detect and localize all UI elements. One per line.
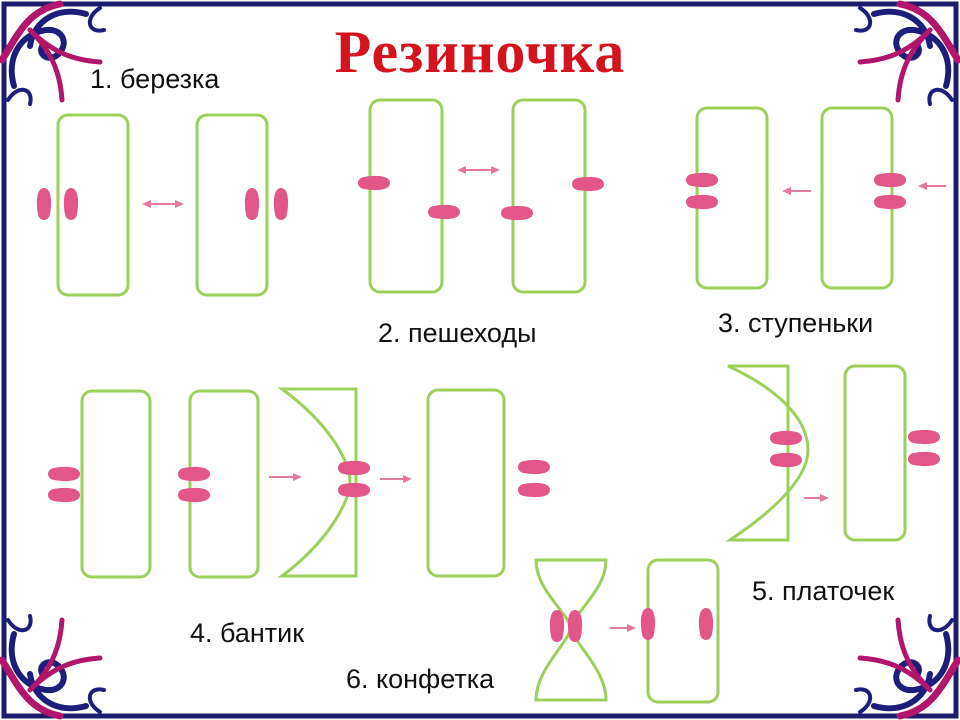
double-arrow-icon bbox=[142, 200, 184, 208]
foot-icon bbox=[178, 466, 210, 482]
elastic-band bbox=[188, 389, 260, 579]
foot-icon bbox=[770, 452, 802, 468]
elastic-band bbox=[511, 98, 587, 294]
foot-icon bbox=[908, 451, 940, 467]
arrow-icon bbox=[610, 624, 636, 632]
figure-6-label: 6. конфетка bbox=[346, 664, 495, 694]
elastic-band bbox=[725, 364, 810, 542]
foot-icon bbox=[770, 430, 802, 446]
figure-1-label: 1. березка bbox=[90, 64, 220, 94]
foot-icon bbox=[48, 466, 80, 482]
double-arrow-icon bbox=[457, 166, 500, 174]
foot-icon bbox=[48, 487, 80, 503]
foot-icon bbox=[908, 429, 940, 445]
elastic-band bbox=[195, 113, 269, 297]
foot-icon bbox=[501, 205, 533, 221]
foot-icon bbox=[567, 610, 583, 642]
foot-icon bbox=[686, 172, 718, 188]
arrow-icon bbox=[918, 182, 946, 190]
figure-4-label: 4. бантик bbox=[190, 618, 305, 648]
elastic-band bbox=[368, 98, 444, 294]
arrow-icon bbox=[804, 494, 829, 502]
corner-ornament-icon bbox=[856, 616, 958, 716]
foot-icon bbox=[686, 194, 718, 210]
foot-icon bbox=[428, 204, 460, 220]
foot-icon bbox=[518, 482, 550, 498]
page-title: Резиночка bbox=[334, 19, 626, 85]
foot-icon bbox=[549, 610, 565, 642]
foot-icon bbox=[244, 188, 260, 220]
foot-icon bbox=[338, 482, 370, 498]
foot-icon bbox=[874, 194, 906, 210]
elastic-band bbox=[426, 388, 506, 578]
arrow-icon bbox=[380, 475, 412, 483]
elastic-band bbox=[56, 113, 130, 297]
figure-2-label: 2. пешеходы bbox=[378, 318, 537, 348]
foot-icon bbox=[572, 176, 604, 192]
foot-icon bbox=[338, 460, 370, 476]
foot-icon bbox=[518, 459, 550, 475]
elastic-band bbox=[80, 389, 152, 579]
arrow-icon bbox=[782, 187, 811, 195]
foot-icon bbox=[698, 608, 714, 640]
elastic-band bbox=[534, 558, 608, 702]
foot-icon bbox=[640, 608, 656, 640]
arrow-icon bbox=[269, 473, 302, 481]
elastic-band bbox=[277, 387, 358, 578]
elastic-band bbox=[843, 364, 907, 542]
foot-icon bbox=[178, 487, 210, 503]
foot-icon bbox=[36, 188, 52, 220]
figure-5-label: 5. платочек bbox=[752, 576, 895, 606]
figure-3-label: 3. ступеньки bbox=[718, 308, 874, 338]
foot-icon bbox=[358, 175, 390, 191]
corner-ornament-icon bbox=[2, 616, 104, 716]
foot-icon bbox=[874, 172, 906, 188]
foot-icon bbox=[63, 188, 79, 220]
foot-icon bbox=[273, 188, 289, 220]
